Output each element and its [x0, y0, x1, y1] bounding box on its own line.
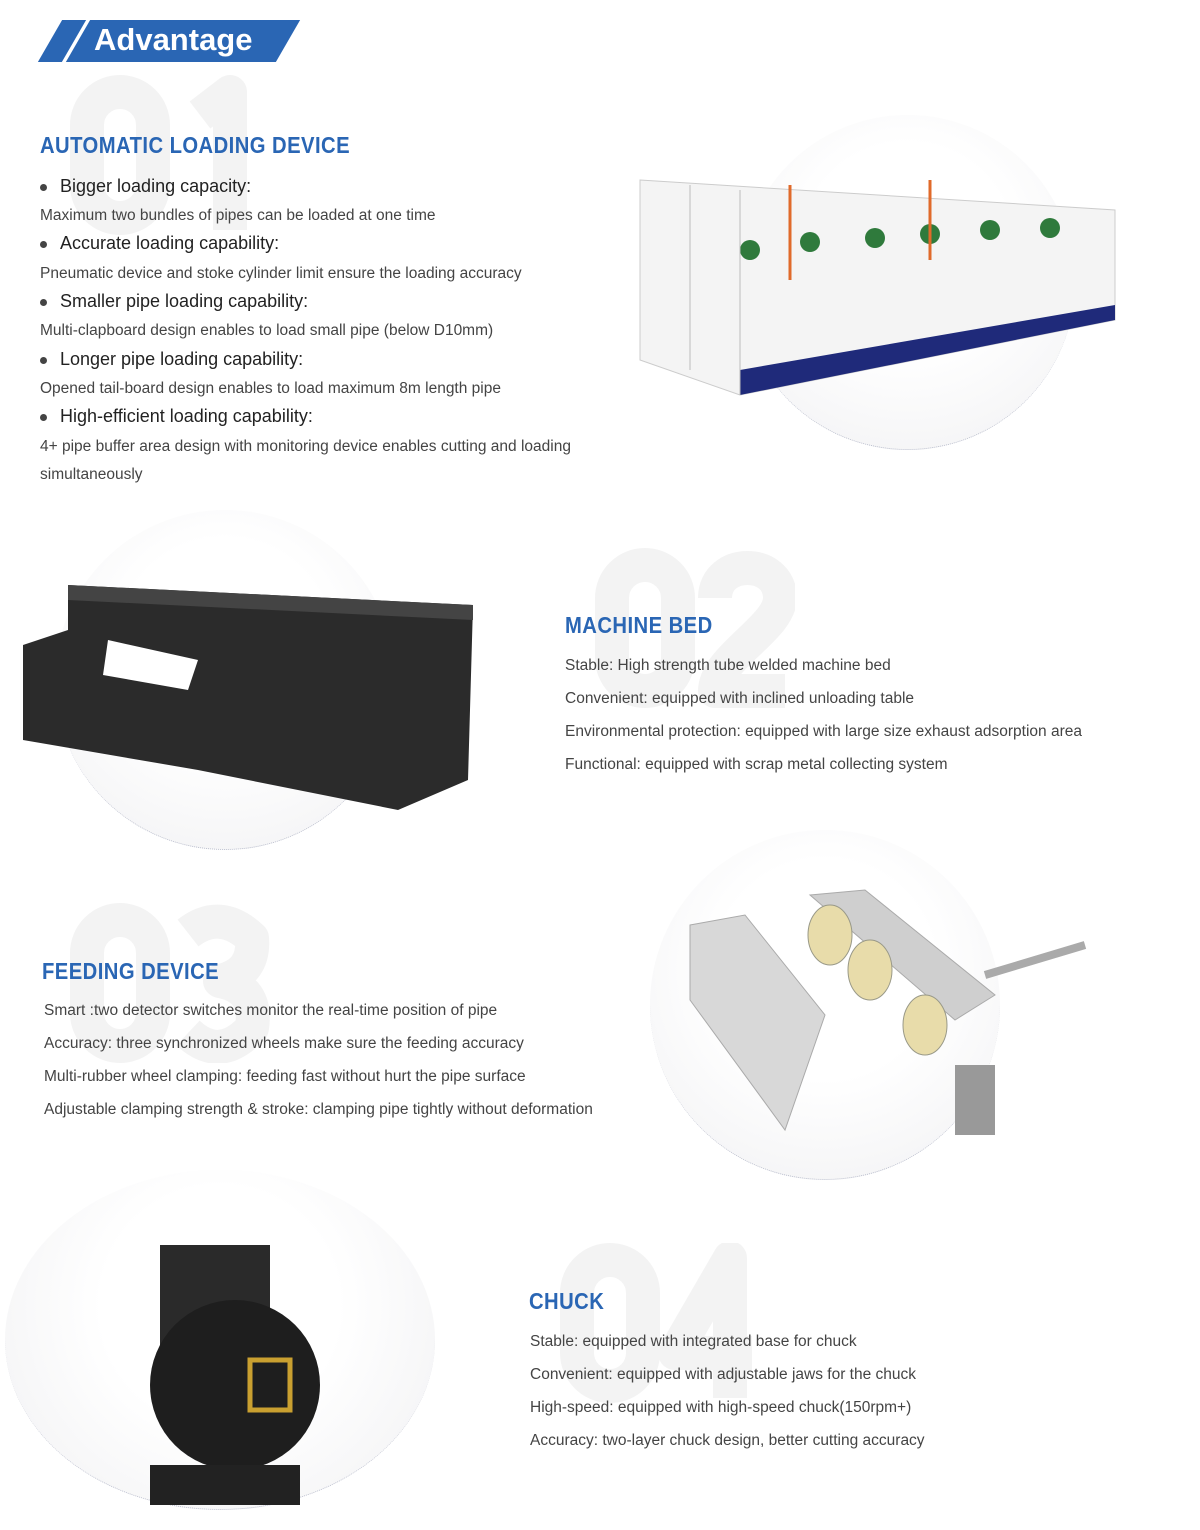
feature-line: Convenient: equipped with inclined unloa…	[565, 690, 915, 707]
bullet-heading: Bigger loading capacity:	[39, 176, 252, 196]
feature-line: Multi-rubber wheel clamping: feeding fas…	[44, 1068, 526, 1085]
feature-line: Accuracy: three synchronized wheels make…	[44, 1035, 524, 1052]
bullet-desc: simultaneously	[40, 466, 143, 483]
advantage-banner: Advantage	[37, 20, 302, 62]
feature-line: Stable: equipped with integrated base fo…	[530, 1333, 857, 1350]
section-number-watermark	[560, 1243, 752, 1403]
feature-line: Functional: equipped with scrap metal co…	[565, 756, 948, 773]
section-number-watermark	[70, 903, 270, 1063]
bullet-desc: Multi-clapboard design enables to load s…	[40, 322, 494, 339]
feature-line: Convenient: equipped with adjustable jaw…	[530, 1366, 917, 1383]
section-title: CHUCK	[529, 1288, 605, 1314]
section-title: MACHINE BED	[565, 612, 713, 638]
section-title: FEEDING DEVICE	[42, 958, 220, 984]
page-title: Advantage	[94, 22, 253, 57]
bullet-heading: Longer pipe loading capability:	[39, 349, 304, 369]
bullet-heading: High-efficient loading capability:	[40, 406, 313, 426]
machine-bed-image	[23, 585, 473, 810]
feature-line: Environmental protection: equipped with …	[565, 723, 1082, 740]
bullet-heading: Smaller pipe loading capability:	[39, 291, 309, 311]
bullet-desc: Opened tail-board design enables to load…	[40, 380, 501, 397]
feeding-device-image	[689, 889, 1087, 1135]
feature-line: High-speed: equipped with high-speed chu…	[530, 1399, 912, 1416]
section-title: AUTOMATIC LOADING DEVICE	[40, 132, 351, 158]
loading-device-image	[639, 179, 1116, 396]
feature-line: Adjustable clamping strength & stroke: c…	[44, 1101, 593, 1118]
section-number-watermark	[595, 548, 795, 708]
chuck-image	[150, 1245, 320, 1505]
bullet-desc: Pneumatic device and stoke cylinder limi…	[40, 265, 522, 282]
feature-line: Smart :two detector switches monitor the…	[44, 1002, 498, 1019]
feature-line: Accuracy: two-layer chuck design, better…	[530, 1432, 925, 1449]
bullet-desc: Maximum two bundles of pipes can be load…	[40, 207, 436, 224]
bullet-heading: Accurate loading capability:	[39, 233, 280, 253]
bullet-desc: 4+ pipe buffer area design with monitori…	[40, 438, 571, 455]
section-number-watermark	[70, 75, 247, 235]
feature-line: Stable: High strength tube welded machin…	[565, 657, 891, 674]
